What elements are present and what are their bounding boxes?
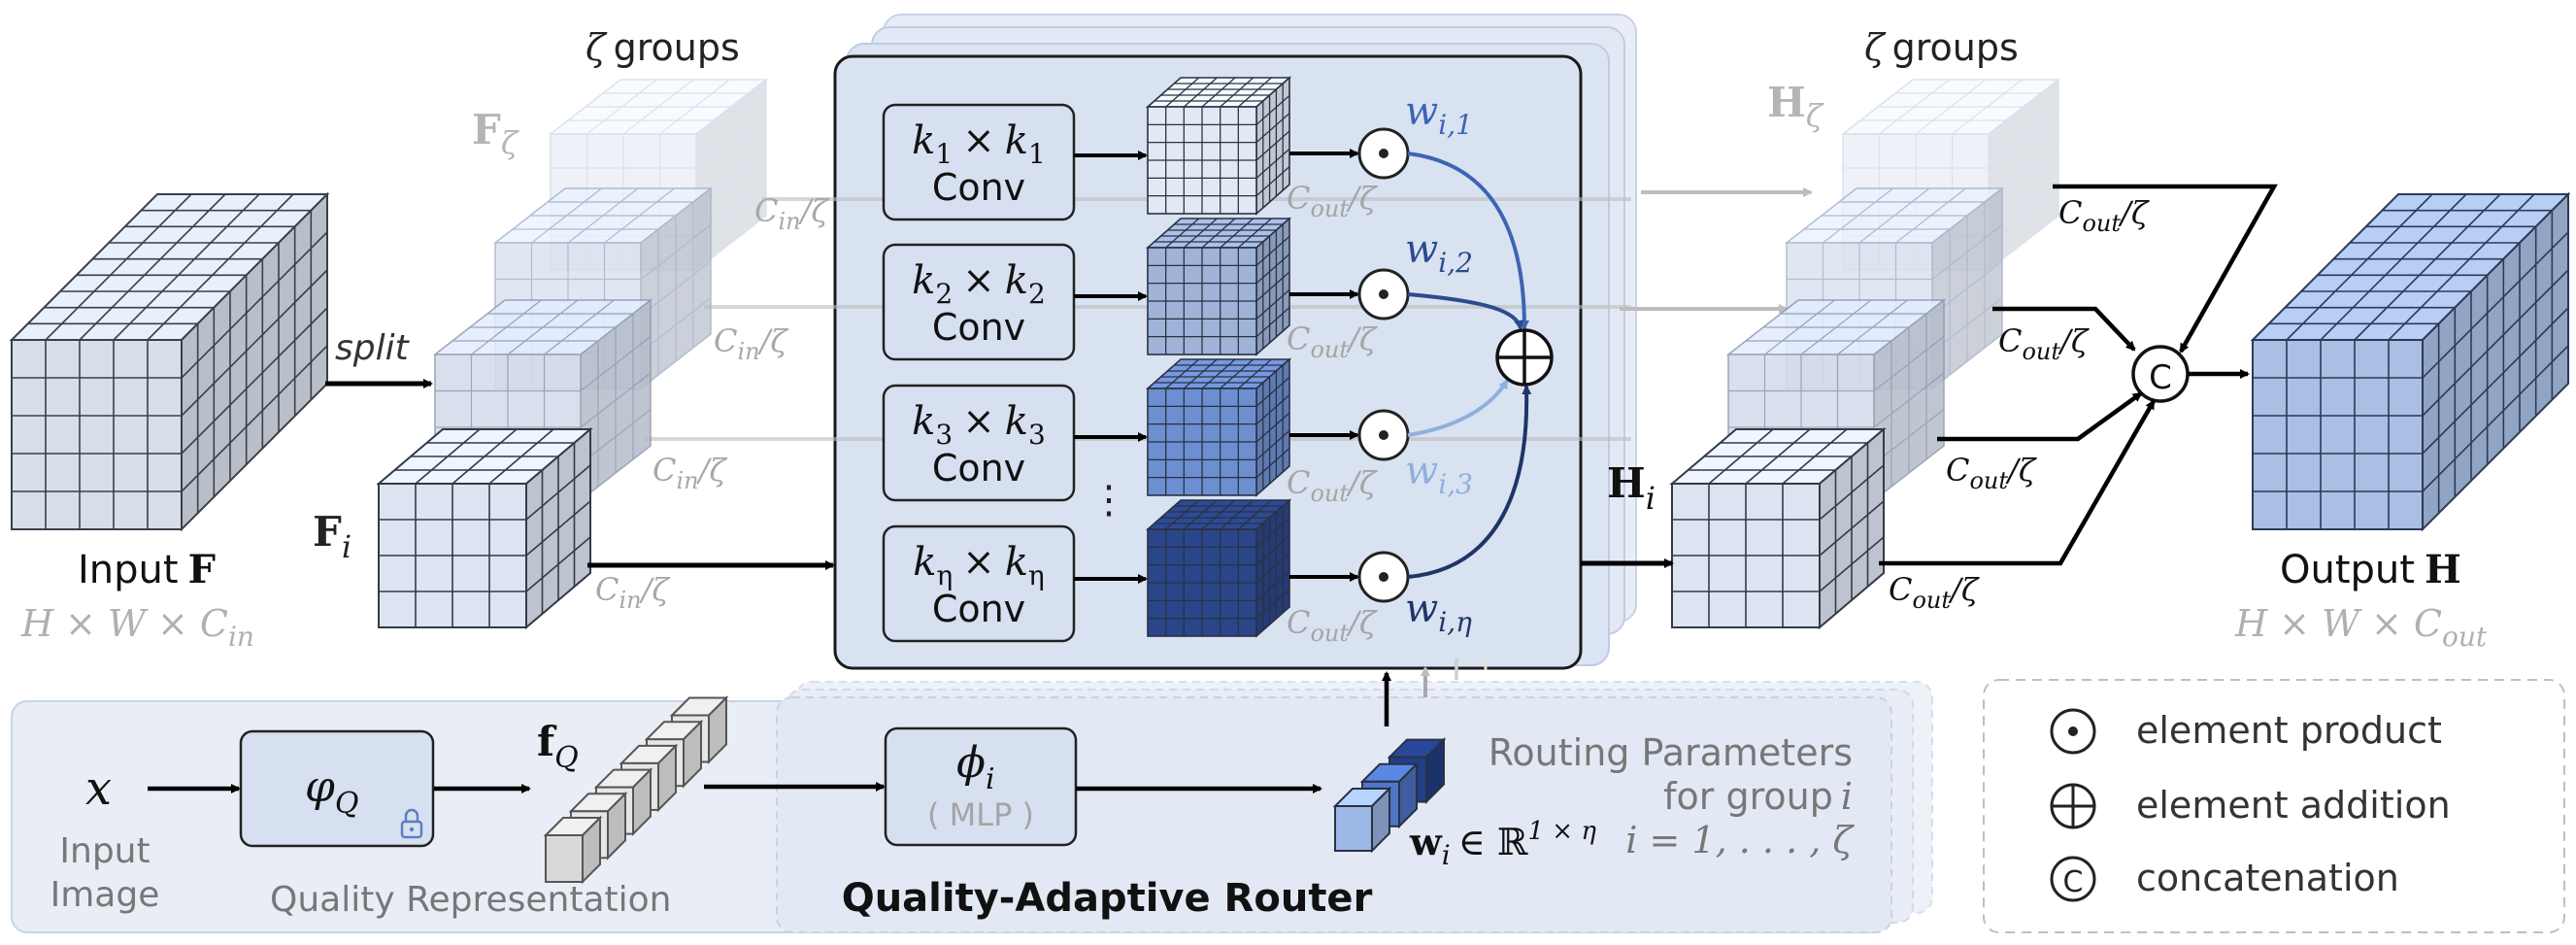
phi-i-label: ϕi bbox=[956, 738, 995, 796]
fQ-vector bbox=[543, 695, 729, 885]
H-i-cube bbox=[1669, 426, 1887, 630]
element-addition-node bbox=[1495, 328, 1554, 387]
conv-output-cube bbox=[1145, 498, 1292, 638]
w-cell bbox=[1332, 786, 1392, 854]
concat-icon: C bbox=[2063, 865, 2084, 899]
x-symbol: x bbox=[85, 761, 112, 816]
legend-element-addition: element addition bbox=[2050, 783, 2451, 829]
F-i-cube bbox=[376, 426, 593, 630]
cout-label: Cout/ζ bbox=[1946, 452, 2037, 494]
conv-kernel-label: k3×k3 bbox=[912, 399, 1046, 451]
phi-Q-box bbox=[239, 729, 435, 848]
output-H-cube bbox=[2250, 191, 2571, 532]
cout-label: Cout/ζ bbox=[2058, 194, 2150, 237]
conv-kernel-label: k1×k1 bbox=[912, 118, 1046, 170]
legend-label: concatenation bbox=[2136, 857, 2399, 899]
H-i-label: Hi bbox=[1607, 459, 1656, 517]
conv-kernel-label: k2×k2 bbox=[912, 258, 1046, 310]
concat-node: C bbox=[2131, 345, 2190, 403]
legend: element product element addition C conca… bbox=[1983, 679, 2565, 933]
concat-arrows bbox=[1879, 184, 2278, 566]
conv-word: Conv bbox=[932, 306, 1025, 349]
router-title: Quality-Adaptive Router bbox=[842, 876, 1373, 921]
cout-label: Cout/ζ bbox=[1287, 464, 1378, 507]
F-i-label: Fi bbox=[313, 508, 351, 565]
conv-word: Conv bbox=[932, 447, 1025, 489]
conv-word: Conv bbox=[932, 588, 1025, 630]
legend-label: element product bbox=[2136, 709, 2442, 752]
cout-label: Cout/ζ bbox=[1287, 180, 1378, 222]
conv-output-cube bbox=[1145, 76, 1292, 216]
lock-icon bbox=[400, 808, 423, 839]
cin-label: Cin/ζ bbox=[652, 452, 727, 494]
conv-output-cube bbox=[1145, 357, 1292, 497]
input-image-line1: Input bbox=[59, 831, 150, 871]
cin-label: Cin/ζ bbox=[754, 192, 829, 235]
conv-word: Conv bbox=[932, 166, 1025, 209]
phi-Q-label: φQ bbox=[305, 762, 358, 821]
conv-kernel-label: kη×kη bbox=[913, 540, 1045, 591]
group-cube bbox=[1725, 298, 1947, 502]
w-i-vector bbox=[1332, 737, 1447, 854]
cout-label: Cout/ζ bbox=[1287, 321, 1378, 363]
input-F-cube bbox=[9, 191, 330, 532]
router-content: x Input Image φQ fQ Quality Representati… bbox=[50, 651, 1855, 921]
weight-label: wi,1 bbox=[1405, 89, 1473, 141]
cout-label: Cout/ζ bbox=[1998, 322, 2090, 365]
feature-cubes bbox=[9, 76, 2571, 638]
element-product-node bbox=[1357, 268, 1410, 321]
cout-label: Cout/ζ bbox=[1287, 604, 1378, 647]
fQ-label: fQ bbox=[537, 718, 579, 775]
H-zeta-label: Hζ bbox=[1767, 79, 1824, 134]
conv-output-cube bbox=[1145, 217, 1292, 356]
element-product-node bbox=[1357, 409, 1410, 461]
input-dims: H×W×Cin bbox=[20, 602, 254, 653]
legend-label: element addition bbox=[2136, 784, 2451, 827]
legend-concatenation: C concatenation bbox=[2050, 856, 2399, 902]
split-label: split bbox=[335, 328, 411, 368]
quality-rep-label: Quality Representation bbox=[270, 880, 672, 920]
mlp-label: ( MLP ) bbox=[927, 796, 1034, 833]
ellipsis: ⋮ bbox=[1089, 478, 1128, 523]
cout-label: Cout/ζ bbox=[1889, 571, 1980, 614]
cin-label: Cin/ζ bbox=[714, 322, 788, 365]
weight-label: wi,3 bbox=[1405, 449, 1473, 500]
element-product-node bbox=[1357, 127, 1410, 180]
concat-icon: C bbox=[2149, 358, 2172, 397]
input-image-line2: Image bbox=[50, 875, 160, 915]
group-cube bbox=[432, 298, 653, 502]
w-i-label: wi∈ ℝ1 × η bbox=[1409, 817, 1596, 871]
routing-line1: Routing Parameters bbox=[1489, 731, 1853, 774]
routing-line3: i = 1, . . . , ζ bbox=[1625, 819, 1855, 861]
element-product-node bbox=[1357, 551, 1410, 603]
F-zeta-label: Fζ bbox=[472, 106, 519, 161]
fQ-cell bbox=[543, 815, 603, 885]
cin-label: Cin/ζ bbox=[595, 571, 670, 614]
weight-label: wi,η bbox=[1405, 587, 1472, 638]
output-dims: H×W×Cout bbox=[2234, 602, 2488, 653]
dot-icon bbox=[2068, 726, 2078, 736]
weight-label: wi,2 bbox=[1405, 227, 1473, 279]
legend-element-product: element product bbox=[2050, 708, 2442, 755]
